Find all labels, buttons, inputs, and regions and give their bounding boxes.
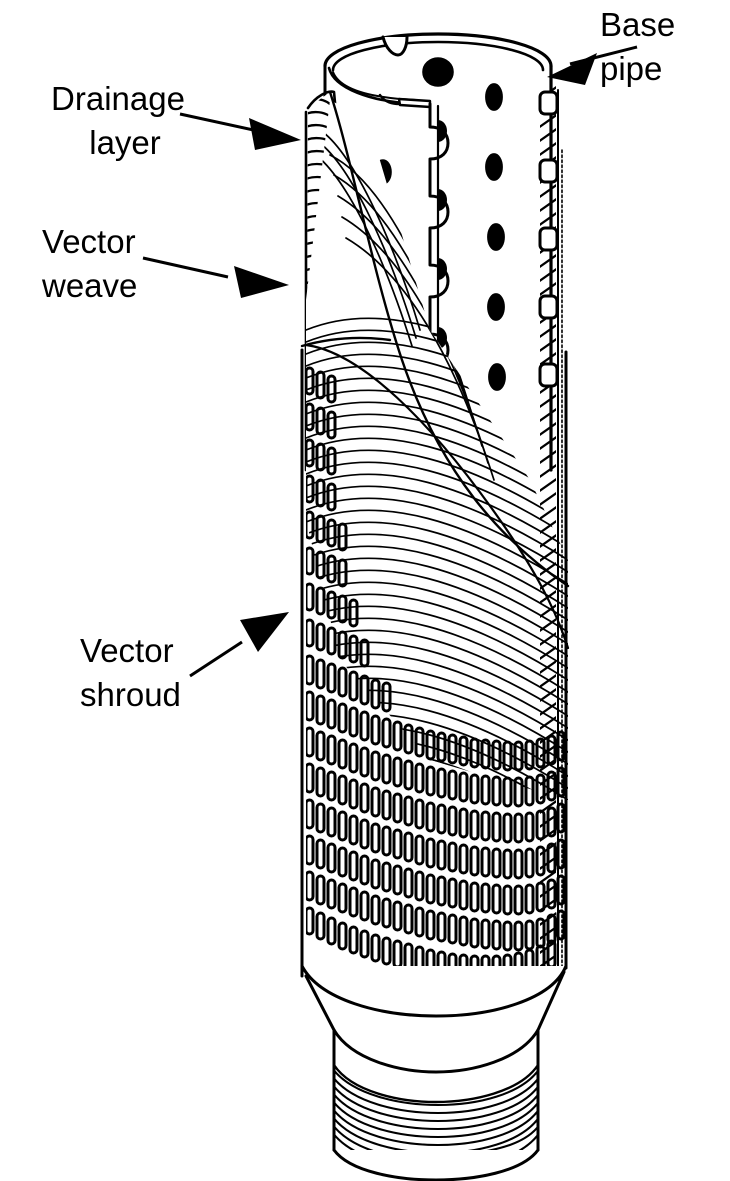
right-edge-layer-stack (538, 85, 563, 981)
callout-drainage-layer-line1: Drainage (51, 80, 185, 117)
leader-line-vector-shroud (189, 640, 243, 678)
shroud-slot-field (304, 366, 566, 984)
callout-vector-shroud-line2: shroud (80, 676, 181, 713)
shroud-row (304, 762, 566, 844)
vector-shroud-layer (304, 366, 566, 984)
callout-vector-weave-line1: Vector (42, 223, 136, 260)
callout-drainage-layer-line2: layer (89, 124, 161, 161)
pin-connection (300, 964, 568, 1181)
callout-labels: Base pipe Drainage layer Vector weave Ve… (41, 6, 675, 713)
callout-base-pipe-line1: Base (600, 6, 675, 43)
callout-vector-weave: Vector weave (41, 223, 137, 304)
callout-base-pipe-line2: pipe (600, 50, 662, 87)
shroud-row (304, 690, 566, 772)
leader-line-drainage-layer (179, 112, 259, 133)
callout-vector-shroud-line1: Vector (80, 632, 174, 669)
arrowhead-base-pipe (547, 53, 597, 85)
callout-vector-shroud: Vector shroud (80, 632, 181, 713)
arrowhead-vector-weave (234, 266, 289, 298)
callout-drainage-layer: Drainage layer (51, 80, 185, 161)
arrowhead-vector-shroud (240, 612, 289, 652)
leader-line-vector-weave (142, 256, 229, 279)
callout-vector-weave-line2: weave (41, 267, 137, 304)
callout-arrowheads (234, 53, 597, 652)
callout-base-pipe: Base pipe (600, 6, 675, 87)
seam-clips (538, 90, 559, 388)
shroud-row (304, 654, 392, 713)
shroud-row (304, 726, 566, 808)
arrowhead-drainage-layer (249, 118, 301, 150)
weave-cutaway-edge (328, 90, 570, 588)
